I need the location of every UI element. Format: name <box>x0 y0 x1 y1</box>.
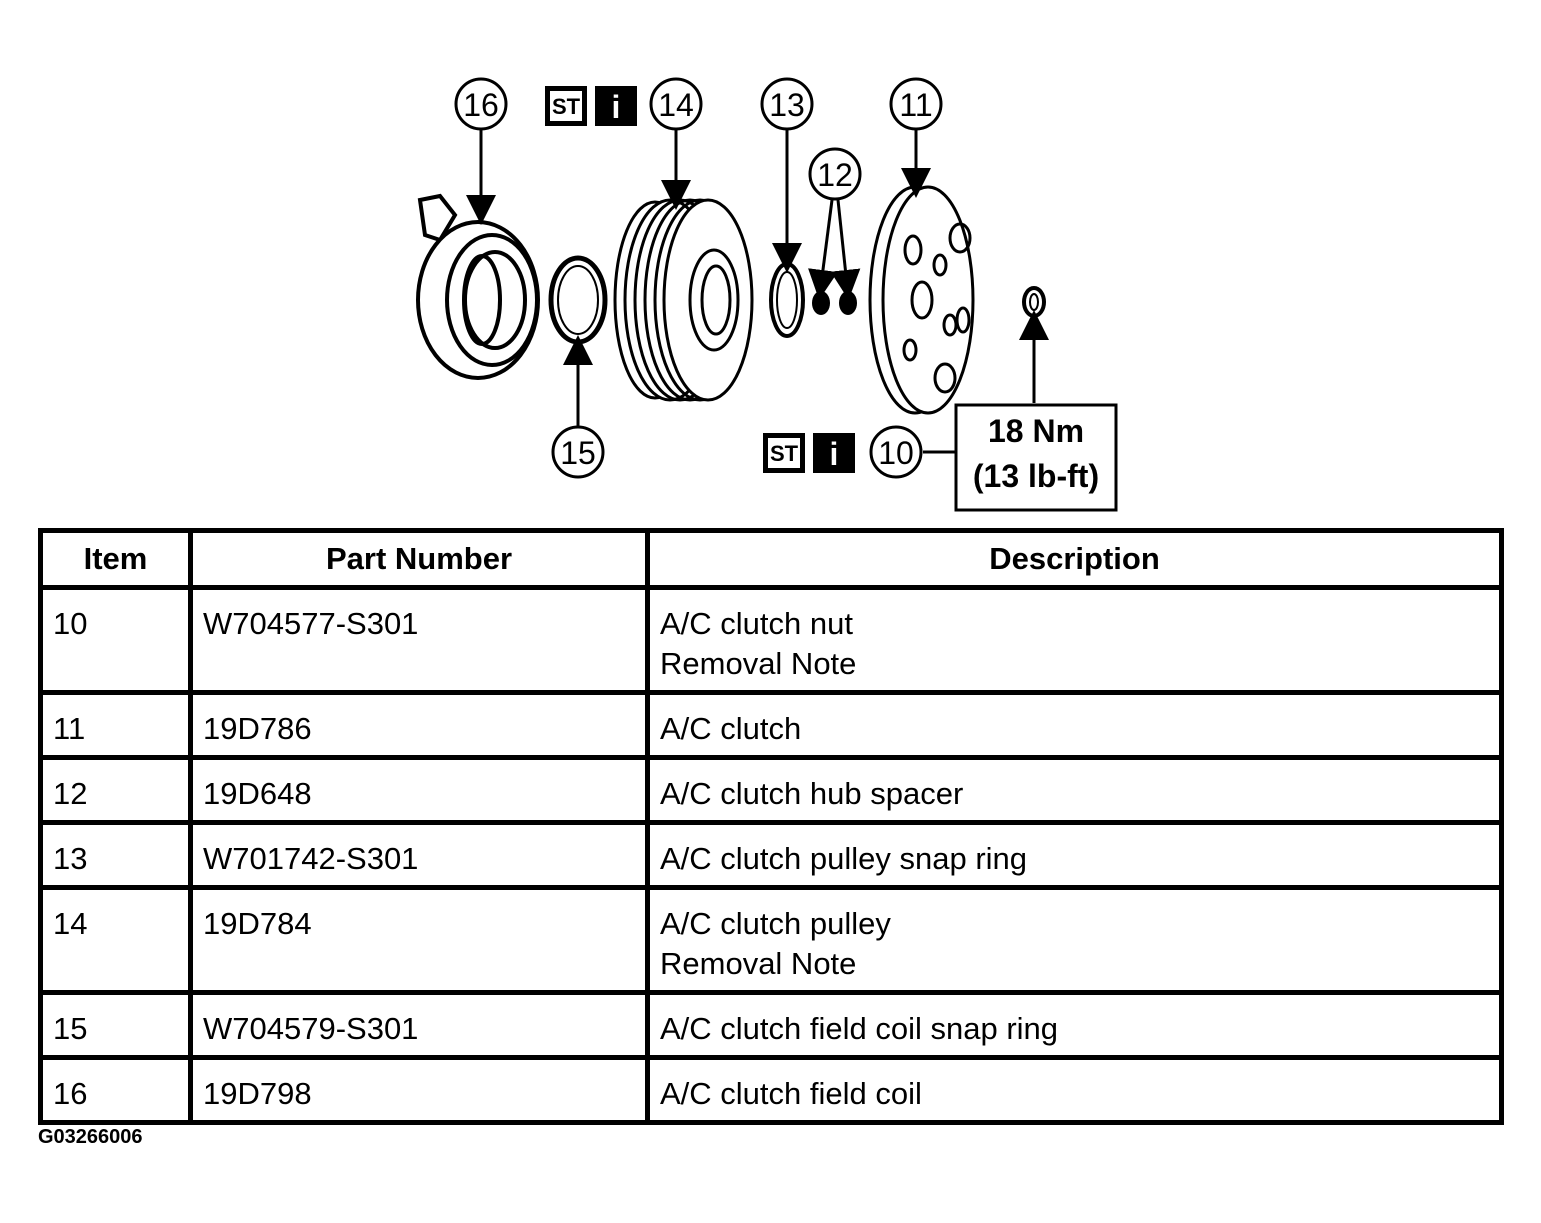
description-line: Removal Note <box>660 946 857 981</box>
svg-text:i: i <box>830 436 839 472</box>
cell-item: 13 <box>38 820 193 890</box>
clutch-nut-part <box>1022 286 1046 318</box>
cell-description: A/C clutch field coil snap ring <box>645 990 1504 1060</box>
callout-15: 15 <box>551 425 605 479</box>
callout-16: 16 <box>454 77 508 131</box>
cell-item: 12 <box>38 755 193 825</box>
svg-text:14: 14 <box>658 87 694 123</box>
cell-part-number: 19D648 <box>188 755 650 825</box>
torque-spec-box: 18 Nm (13 lb-ft) <box>954 403 1118 512</box>
cell-item: 11 <box>38 690 193 760</box>
clutch-plate-part <box>868 185 975 415</box>
exploded-view-diagram: 16 14 13 12 11 15 10 ST i ST i <box>416 77 1118 512</box>
cell-item: 14 <box>38 885 193 995</box>
table-header-row: Item Part Number Description <box>38 528 1504 590</box>
header-description: Description <box>645 528 1504 590</box>
svg-text:16: 16 <box>463 87 499 123</box>
figure-id: G03266006 <box>38 1126 143 1148</box>
cell-description: A/C clutch pulley snap ring <box>645 820 1504 890</box>
cell-description: A/C clutch <box>645 690 1504 760</box>
description-line: A/C clutch <box>660 711 802 746</box>
description-line: A/C clutch nut <box>660 606 853 641</box>
svg-text:13: 13 <box>769 87 805 123</box>
field-coil-snap-ring-part <box>548 255 608 345</box>
svg-text:18 Nm: 18 Nm <box>988 413 1084 449</box>
svg-text:12: 12 <box>817 157 853 193</box>
description-line: Removal Note <box>660 646 857 681</box>
cell-part-number: 19D784 <box>188 885 650 995</box>
info-icon: i <box>595 86 637 126</box>
cell-item: 16 <box>38 1055 193 1125</box>
cell-description: A/C clutch hub spacer <box>645 755 1504 825</box>
description-line: A/C clutch field coil snap ring <box>660 1011 1059 1046</box>
info-icon: i <box>813 433 855 473</box>
header-part-number: Part Number <box>188 528 650 590</box>
header-item: Item <box>38 528 193 590</box>
svg-text:ST: ST <box>552 94 581 119</box>
hub-spacer-part <box>812 291 857 315</box>
svg-text:ST: ST <box>770 441 799 466</box>
cell-part-number: 19D798 <box>188 1055 650 1125</box>
callout-14: 14 <box>649 77 703 131</box>
svg-text:i: i <box>612 89 621 125</box>
cell-description: A/C clutch field coil <box>645 1055 1504 1125</box>
svg-text:15: 15 <box>560 435 596 471</box>
callout-13: 13 <box>760 77 814 131</box>
description-line: A/C clutch pulley snap ring <box>660 841 1028 876</box>
svg-text:(13 lb-ft): (13 lb-ft) <box>973 458 1099 494</box>
cell-part-number: W704579-S301 <box>188 990 650 1060</box>
description-line: A/C clutch pulley <box>660 906 891 941</box>
pulley-snap-ring-part <box>769 262 805 338</box>
cell-item: 15 <box>38 990 193 1060</box>
callout-11: 11 <box>889 77 943 131</box>
special-tool-icon: ST <box>763 433 805 473</box>
cell-part-number: W701742-S301 <box>188 820 650 890</box>
special-tool-icon: ST <box>545 86 587 126</box>
clutch-pulley-part <box>613 198 754 402</box>
description-line: A/C clutch field coil <box>660 1076 922 1111</box>
cell-part-number: 19D786 <box>188 690 650 760</box>
description-line: A/C clutch hub spacer <box>660 776 964 811</box>
cell-item: 10 <box>38 585 193 695</box>
callout-12: 12 <box>808 147 862 201</box>
callout-10: 10 <box>869 425 923 479</box>
cell-part-number: W704577-S301 <box>188 585 650 695</box>
field-coil-part <box>416 193 540 380</box>
svg-text:11: 11 <box>899 87 932 123</box>
svg-text:10: 10 <box>878 435 914 471</box>
